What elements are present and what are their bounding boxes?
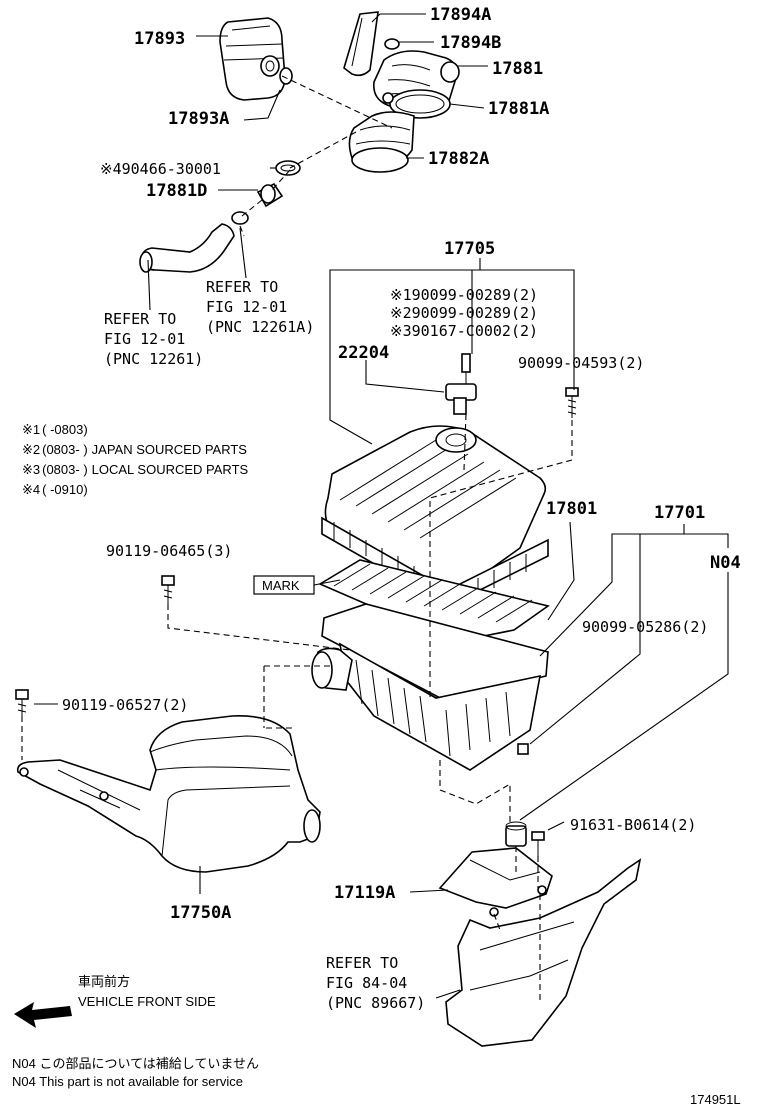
- label-N04: N04: [710, 553, 741, 573]
- legend-4: ※4( -0910): [22, 482, 88, 497]
- label-90099-00289-b: ※290099-00289(2): [390, 304, 538, 322]
- label-90099-00289-a: ※190099-00289(2): [390, 286, 538, 304]
- n04-note-en: N04 This part is not available for servi…: [12, 1074, 243, 1089]
- diagram-id: 174951L: [690, 1092, 741, 1107]
- front-arrow-icon: [14, 1002, 72, 1028]
- under-cover: [445, 858, 642, 1047]
- bolt-91631-B0614: [531, 831, 545, 856]
- label-17894A: 17894A: [430, 5, 491, 25]
- hose-lower-17882A: [348, 111, 415, 173]
- label-90099-04593: 90099-04593(2): [518, 354, 644, 372]
- label-17705: 17705: [444, 239, 495, 259]
- label-17881A: 17881A: [488, 99, 549, 119]
- ref-fig-12-01-b: REFER TO FIG 12-01 (PNC 12261A): [206, 278, 314, 336]
- curved-hose: [139, 223, 235, 273]
- label-17119A: 17119A: [334, 883, 395, 903]
- label-17882A: 17882A: [428, 149, 489, 169]
- label-17801: 17801: [546, 499, 597, 519]
- air-cleaner-case-17701: [311, 603, 549, 771]
- hose-17881D: [256, 182, 284, 208]
- resonator-cap-17893: [219, 17, 286, 101]
- grommet-N04: [505, 821, 527, 847]
- front-label-en: VEHICLE FRONT SIDE: [78, 994, 216, 1009]
- clamp-17881A: [382, 89, 451, 119]
- label-17881: 17881: [492, 59, 543, 79]
- label-17750A: 17750A: [170, 903, 231, 923]
- bolt-90099-04593: [565, 387, 579, 418]
- legend-3: ※3(0803- )LOCAL SOURCED PARTS: [22, 462, 249, 477]
- label-91631-B0614: 91631-B0614(2): [570, 816, 696, 834]
- label-90119-06465: 90119-06465(3): [106, 542, 232, 560]
- label-17893: 17893: [134, 29, 185, 49]
- mark-label: MARK: [253, 575, 341, 595]
- label-17881D: 17881D: [146, 181, 207, 201]
- legend-1: ※1( -0803): [22, 422, 88, 437]
- front-label-jp: 車両前方: [78, 974, 130, 989]
- hose-17894A: [343, 11, 379, 77]
- label-22204: 22204: [338, 343, 389, 363]
- label-90466-30001: ※490466-30001: [100, 160, 221, 178]
- label-90167-C0002: ※390167-C0002(2): [390, 322, 538, 340]
- nut-90099-05286: [517, 743, 529, 755]
- label-90119-06527: 90119-06527(2): [62, 696, 188, 714]
- sensor-22204: [445, 353, 477, 415]
- label-17701: 17701: [654, 503, 705, 523]
- label-17893A: 17893A: [168, 109, 229, 129]
- bolt-90119-06465: [161, 575, 175, 604]
- clamp-17894B: [384, 38, 400, 50]
- mark-text: MARK: [262, 578, 300, 593]
- bracket-17119A: [438, 847, 553, 917]
- ref-fig-12-01-a: REFER TO FIG 12-01 (PNC 12261): [104, 310, 203, 368]
- n04-note-jp: N04 この部品については補給していません: [12, 1056, 259, 1071]
- resonator-17750A: [16, 715, 321, 873]
- label-17894B: 17894B: [440, 33, 501, 53]
- clip-90466: [275, 160, 301, 176]
- bolt-90119-06527: [15, 689, 29, 716]
- legend-2: ※2(0803- )JAPAN SOURCED PARTS: [22, 442, 247, 457]
- clamp-17893A: [279, 67, 293, 85]
- ref-fig-84-04: REFER TO FIG 84-04 (PNC 89667): [326, 954, 425, 1012]
- label-90099-05286: 90099-05286(2): [582, 618, 708, 636]
